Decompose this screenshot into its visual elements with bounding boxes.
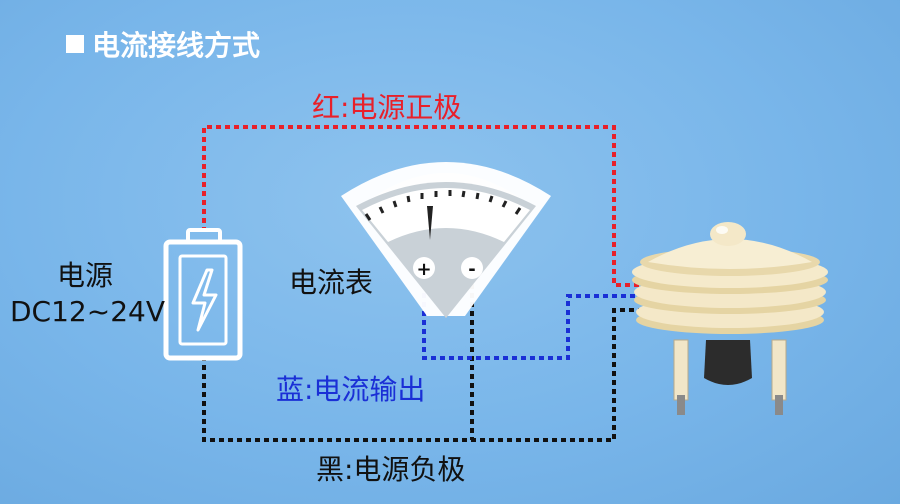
ammeter-icon: + - (341, 162, 551, 318)
black-wire (202, 308, 645, 442)
title-square-icon (66, 35, 84, 53)
blue-wire-label: 蓝:电流输出 (276, 373, 426, 406)
power-supply-label: 电源 DC12~24V (10, 258, 165, 330)
sensor-device-icon (632, 222, 828, 415)
power-supply-name: 电源 (56, 259, 113, 292)
power-supply-voltage: DC12~24V (10, 295, 165, 328)
black-wire-label: 黑:电源负极 (316, 453, 466, 486)
ammeter-minus-terminal: - (468, 259, 475, 280)
red-wire (202, 125, 645, 287)
blue-wire (422, 275, 645, 360)
page-title: 电流接线方式 (66, 24, 260, 64)
ammeter-plus-terminal: + (416, 259, 431, 280)
page-title-text: 电流接线方式 (92, 29, 261, 62)
red-wire-label: 红:电源正极 (312, 91, 462, 124)
battery-icon (163, 228, 243, 361)
ammeter-label: 电流表 (289, 266, 374, 299)
